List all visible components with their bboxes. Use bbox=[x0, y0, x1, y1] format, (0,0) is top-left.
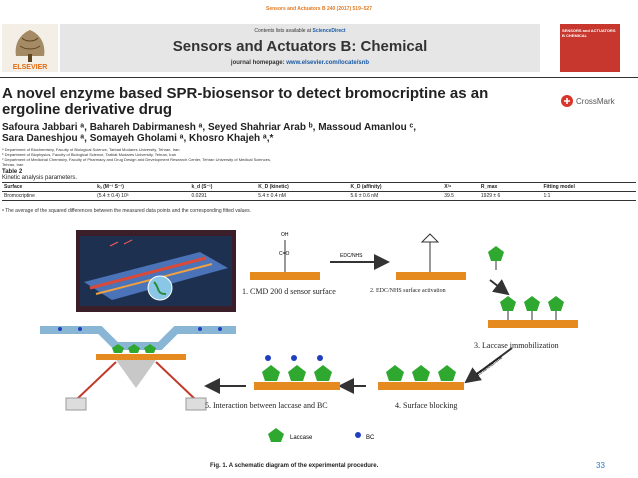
journal-citation: Sensors and Actuators B 240 (2017) 519–5… bbox=[0, 6, 638, 12]
homepage-prefix: journal homepage: bbox=[231, 60, 285, 66]
legend-bc: BC bbox=[366, 435, 375, 441]
step3-label: 3. Laccase immobilization bbox=[474, 341, 559, 350]
cover-title: SENSORS and ACTUATORS B CHEMICAL bbox=[562, 28, 618, 38]
ethanolamine-label: Ethanolamine bbox=[476, 355, 504, 378]
laccase-legend-icon bbox=[268, 428, 284, 442]
col-fitting: Fitting model bbox=[541, 183, 636, 192]
cmd-surface: OH C=O bbox=[250, 232, 320, 280]
crossmark-icon[interactable]: CrossMark bbox=[560, 94, 620, 108]
oh-label: OH bbox=[281, 232, 289, 238]
table-header-row: Surface kₐ (M⁻¹ S⁻¹) k_d (S⁻¹) K_D (kine… bbox=[2, 183, 636, 192]
table-cell: 0.0291 bbox=[190, 192, 257, 201]
affiliations: ᵃ Department of Biochemistry, Faculty of… bbox=[2, 147, 632, 167]
step4-label: 4. Surface blocking bbox=[395, 401, 457, 410]
edc-arrow-label: EDC/NHS bbox=[340, 253, 363, 259]
spr-flowcell bbox=[40, 327, 236, 410]
contents-line: Contents lists available at ScienceDirec… bbox=[60, 28, 540, 34]
article-title-line2: ergoline derivative drug bbox=[2, 102, 542, 118]
kinetic-table: Surface kₐ (M⁻¹ S⁻¹) k_d (S⁻¹) K_D (kine… bbox=[2, 182, 636, 201]
step2-label: 2. EDC/NHS surface activation bbox=[370, 288, 446, 294]
crossmark-label: CrossMark bbox=[576, 97, 616, 106]
page-number: 33 bbox=[596, 461, 605, 470]
author-list: Safoura Jabbari ᵃ, Bahareh Dabirmanesh ᵃ… bbox=[2, 122, 602, 144]
col-kd-affinity: K_D (affinity) bbox=[348, 183, 442, 192]
figure-caption: Fig. 1. A schematic diagram of the exper… bbox=[210, 463, 378, 469]
table-title: Kinetic analysis parameters. bbox=[2, 175, 77, 181]
table-cell: (5.4 ± 0.4) 10³ bbox=[95, 192, 189, 201]
table-caption: Table 2 Kinetic analysis parameters. bbox=[2, 169, 77, 181]
table-footnote: ᵃ The average of the squared differences… bbox=[2, 208, 251, 214]
col-chi2: X²ᵃ bbox=[442, 183, 479, 192]
activated-surface bbox=[396, 234, 466, 280]
table-cell: 1:1 bbox=[541, 192, 636, 201]
article-title: A novel enzyme based SPR-biosensor to de… bbox=[2, 86, 542, 118]
arrow-to-step3 bbox=[490, 280, 508, 294]
immobilized-surface bbox=[488, 296, 578, 328]
step5-label: 5. Interaction between laccase and BC bbox=[205, 401, 328, 410]
bc-legend-icon bbox=[355, 432, 361, 438]
table-cell: 5.6 ± 0.6 nM bbox=[348, 192, 442, 201]
affiliation-c-city: Tehran, Iran bbox=[2, 162, 632, 167]
figure-legend: Laccase BC bbox=[268, 428, 375, 442]
table-cell: 5.4 ± 0.4 nM bbox=[256, 192, 348, 201]
homepage-url[interactable]: www.elsevier.com/locate/snb bbox=[286, 60, 369, 66]
table-cell: Bromocriptine bbox=[2, 192, 95, 201]
journal-title: Sensors and Actuators B: Chemical bbox=[60, 38, 540, 55]
contents-prefix: Contents lists available at bbox=[254, 28, 311, 34]
col-ka: kₐ (M⁻¹ S⁻¹) bbox=[95, 183, 189, 192]
blocked-surface bbox=[378, 365, 464, 390]
co-label: C=O bbox=[279, 251, 290, 257]
header-rule bbox=[0, 77, 638, 78]
col-kd-kinetic: K_D (kinetic) bbox=[256, 183, 348, 192]
table-cell: 1929 ± 6 bbox=[479, 192, 542, 201]
authors-line1: Safoura Jabbari ᵃ, Bahareh Dabirmanesh ᵃ… bbox=[2, 122, 602, 133]
col-rmax: R_max bbox=[479, 183, 542, 192]
article-title-line1: A novel enzyme based SPR-biosensor to de… bbox=[2, 86, 542, 102]
table-row: Bromocriptine (5.4 ± 0.4) 10³ 0.0291 5.4… bbox=[2, 192, 636, 201]
bc-interaction-surface bbox=[254, 355, 340, 390]
sensor-chip-illustration bbox=[76, 230, 236, 312]
col-kd: k_d (S⁻¹) bbox=[190, 183, 257, 192]
table-cell: 39.5 bbox=[442, 192, 479, 201]
step1-label: 1. CMD 200 d sensor surface bbox=[242, 287, 336, 296]
sciencedirect-link[interactable]: ScienceDirect bbox=[313, 28, 346, 34]
laccase-enzyme-free bbox=[488, 246, 504, 270]
col-surface: Surface bbox=[2, 183, 95, 192]
legend-laccase: Laccase bbox=[290, 435, 313, 441]
publisher-name: ELSEVIER bbox=[2, 64, 58, 71]
authors-line2: Sara Daneshjou ᵃ, Somayeh Gholami ᵃ, Kho… bbox=[2, 133, 602, 144]
journal-homepage: journal homepage: www.elsevier.com/locat… bbox=[60, 60, 540, 66]
